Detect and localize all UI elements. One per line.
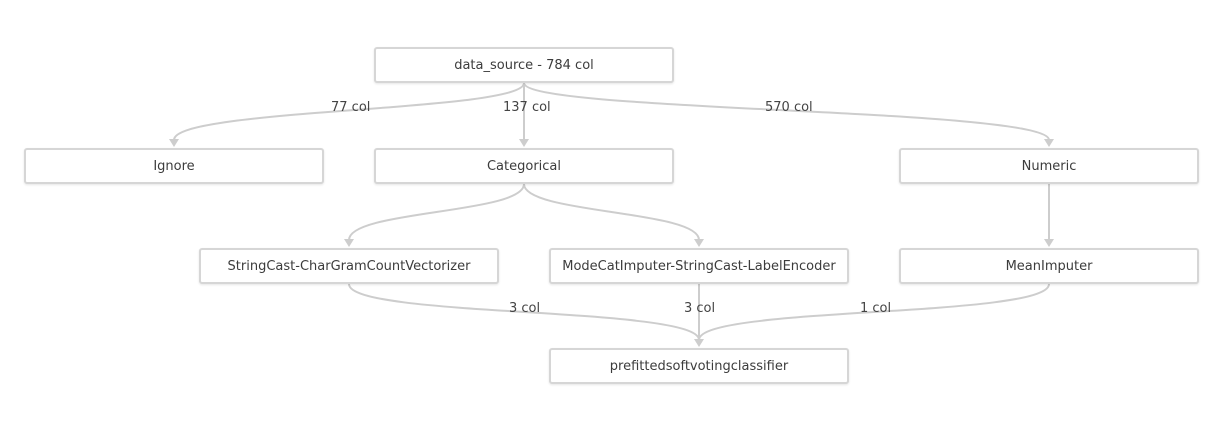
edge-source-to-numeric [523, 82, 1050, 141]
edge-label-labelencoder-to-classifier: 3 col [684, 301, 716, 316]
node-categorical[interactable]: Categorical [374, 148, 674, 184]
edge-categorical-to-chargram [348, 183, 525, 241]
arrow-source-to-categorical-icon [519, 139, 529, 147]
node-modecat-labelencoder-label: ModeCatImputer-StringCast-LabelEncoder [562, 258, 836, 274]
edge-meanimputer-to-classifier [698, 283, 1050, 341]
edge-label-source-to-categorical: 137 col [503, 100, 551, 115]
node-numeric[interactable]: Numeric [899, 148, 1199, 184]
node-data-source-label: data_source - 784 col [454, 57, 594, 73]
edge-label-source-to-ignore: 77 col [331, 100, 371, 115]
edge-label-source-to-numeric: 570 col [765, 100, 813, 115]
node-categorical-label: Categorical [486, 158, 562, 174]
node-ignore[interactable]: Ignore [24, 148, 324, 184]
node-numeric-label: Numeric [1021, 158, 1077, 174]
arrow-source-to-ignore-icon [169, 139, 179, 147]
arrow-categorical-to-labelencoder-icon [694, 239, 704, 247]
node-mean-imputer[interactable]: MeanImputer [899, 248, 1199, 284]
edge-source-to-ignore [173, 82, 525, 141]
edge-chargram-to-classifier [348, 283, 700, 341]
edge-categorical-to-labelencoder [523, 183, 700, 241]
node-ignore-label: Ignore [153, 158, 195, 174]
node-classifier[interactable]: prefittedsoftvotingclassifier [549, 348, 849, 384]
node-classifier-label: prefittedsoftvotingclassifier [609, 358, 789, 374]
arrow-categorical-to-chargram-icon [344, 239, 354, 247]
edge-label-meanimputer-to-classifier: 1 col [860, 301, 892, 316]
node-data-source[interactable]: data_source - 784 col [374, 47, 674, 83]
node-mean-imputer-label: MeanImputer [1005, 258, 1093, 274]
node-modecat-labelencoder[interactable]: ModeCatImputer-StringCast-LabelEncoder [549, 248, 849, 284]
edge-label-chargram-to-classifier: 3 col [509, 301, 541, 316]
arrow-numeric-to-meanimputer-icon [1044, 239, 1054, 247]
node-stringcast-chargram-label: StringCast-CharGramCountVectorizer [227, 258, 471, 274]
arrow-source-to-numeric-icon [1044, 139, 1054, 147]
arrow-chargram-to-classifier-icon [694, 339, 704, 347]
node-stringcast-chargram[interactable]: StringCast-CharGramCountVectorizer [199, 248, 499, 284]
